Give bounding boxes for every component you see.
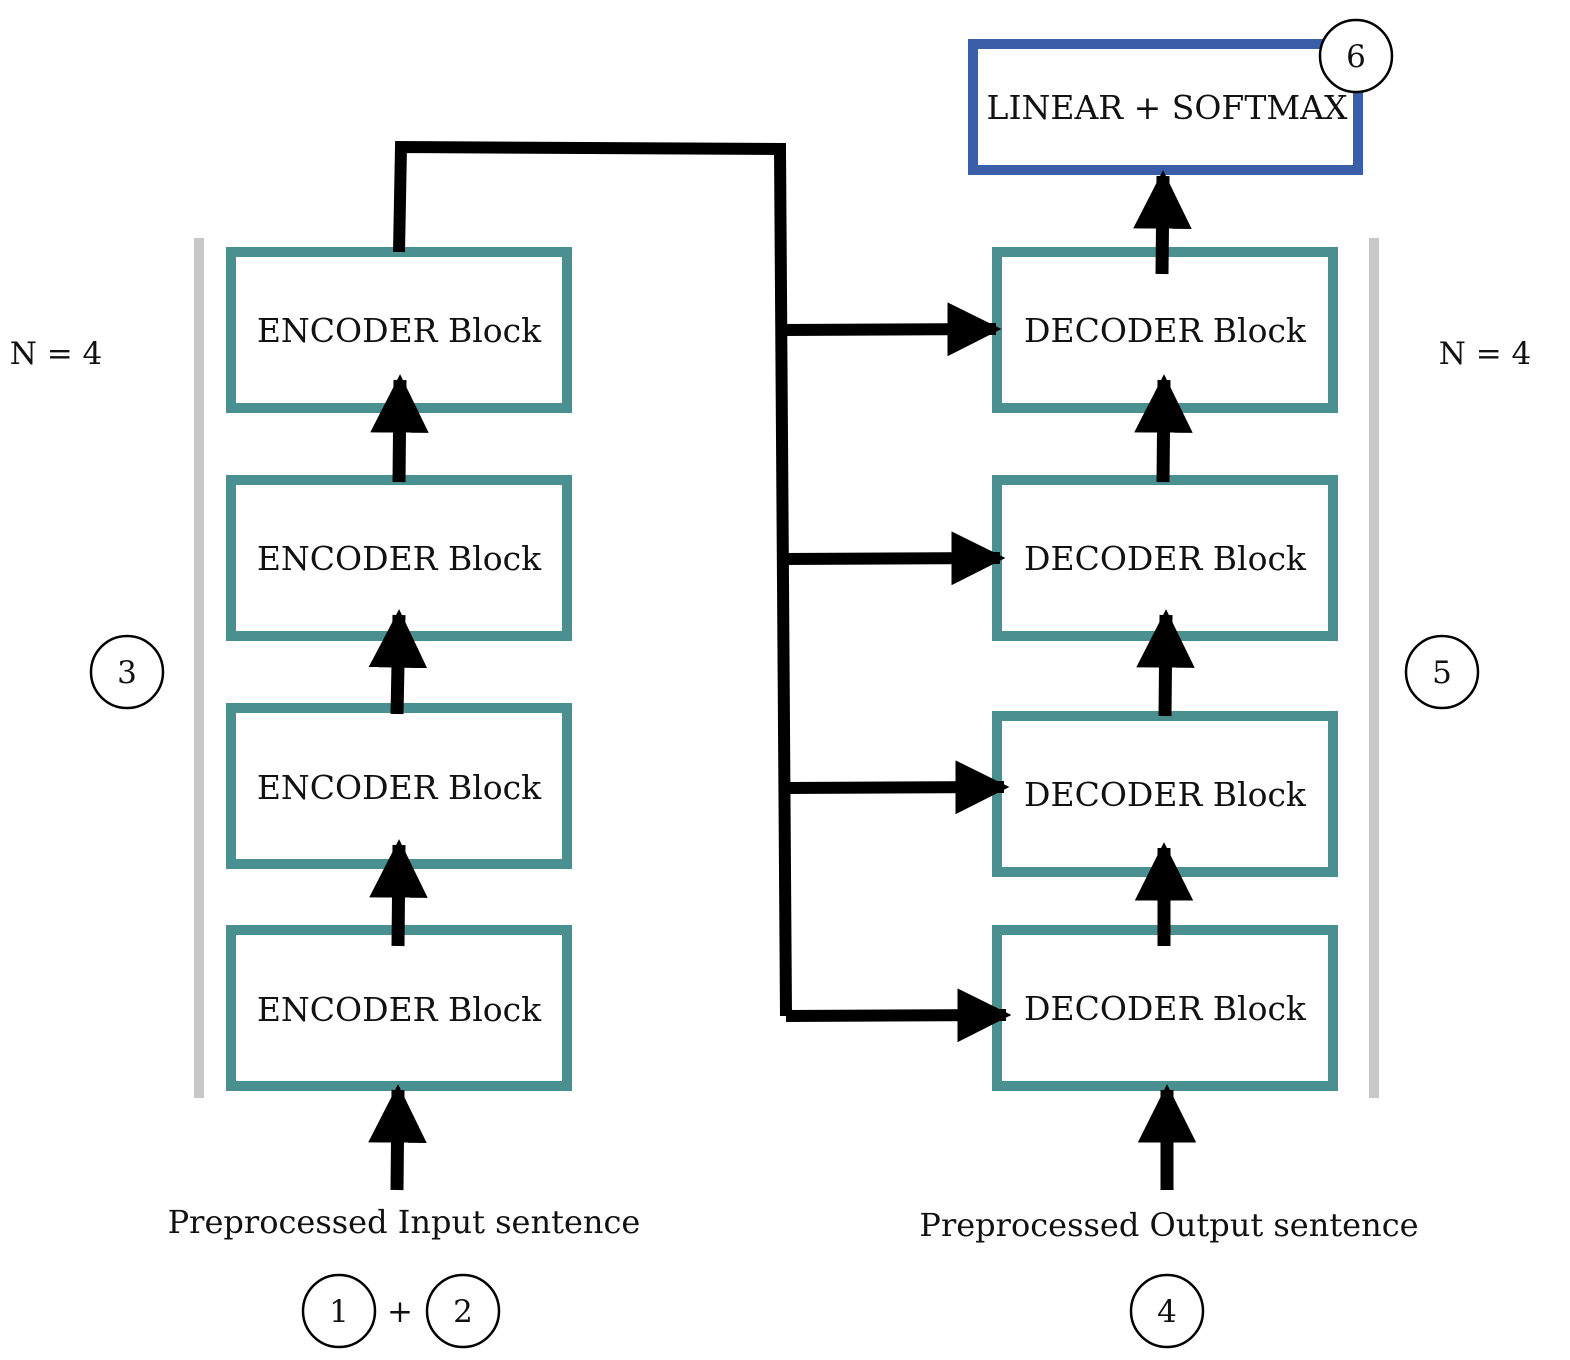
encoder-input-caption: Preprocessed Input sentence xyxy=(168,1203,641,1241)
decoder-arrow xyxy=(1134,374,1193,483)
marker-2: 2 xyxy=(425,1273,501,1349)
cross-attention-arrow xyxy=(785,988,1012,1043)
decoder-block-2: DECODER Block xyxy=(992,475,1338,641)
cross-attention-arrow xyxy=(781,302,1002,357)
marker-3: 3 xyxy=(89,634,165,710)
encoder-block-4: ENCODER Block xyxy=(226,925,572,1091)
svg-text:3: 3 xyxy=(117,655,137,691)
marker-4: 4 xyxy=(1129,1273,1205,1349)
svg-text:1: 1 xyxy=(329,1294,349,1330)
decoder-to-output-arrow xyxy=(1133,170,1192,275)
decoder-arrow xyxy=(1136,609,1195,717)
marker-5: 5 xyxy=(1404,634,1480,710)
encoder-block-3: ENCODER Block xyxy=(226,703,572,869)
svg-text:2: 2 xyxy=(453,1294,473,1330)
decoder-input-caption: Preprocessed Output sentence xyxy=(919,1206,1418,1244)
decoder-count-label: N = 4 xyxy=(1439,336,1532,372)
plus-sign: + xyxy=(387,1294,413,1330)
encoder-arrow xyxy=(370,374,429,483)
svg-text:5: 5 xyxy=(1432,655,1452,691)
encoder-block-label: ENCODER Block xyxy=(257,311,542,350)
cross-attention-arrow xyxy=(785,760,1010,815)
encoder-block-label: ENCODER Block xyxy=(257,990,542,1029)
svg-text:6: 6 xyxy=(1346,39,1366,75)
encoder-count-label: N = 4 xyxy=(10,336,103,372)
decoder-block-label: DECODER Block xyxy=(1024,775,1307,814)
decoder-block-label: DECODER Block xyxy=(1024,539,1307,578)
decoder-block-label: DECODER Block xyxy=(1024,989,1307,1028)
encoder-arrow xyxy=(368,609,428,715)
linear-softmax-block: LINEAR + SOFTMAX xyxy=(968,39,1363,175)
encoder-block-2: ENCODER Block xyxy=(226,475,572,641)
encoder-output-connector xyxy=(393,140,792,1017)
encoder-input-arrow xyxy=(368,1084,427,1191)
encoder-arrow xyxy=(369,839,428,947)
encoder-block-label: ENCODER Block xyxy=(257,768,542,807)
marker-6: 6 xyxy=(1318,18,1394,94)
linear-softmax-label: LINEAR + SOFTMAX xyxy=(987,88,1348,127)
encoder-block-label: ENCODER Block xyxy=(257,539,542,578)
cross-attention-arrow xyxy=(783,531,1006,586)
decoder-block-label: DECODER Block xyxy=(1024,311,1307,350)
svg-text:4: 4 xyxy=(1157,1294,1177,1330)
decoder-block-4: DECODER Block xyxy=(992,925,1338,1091)
marker-1: 1 xyxy=(301,1273,377,1349)
